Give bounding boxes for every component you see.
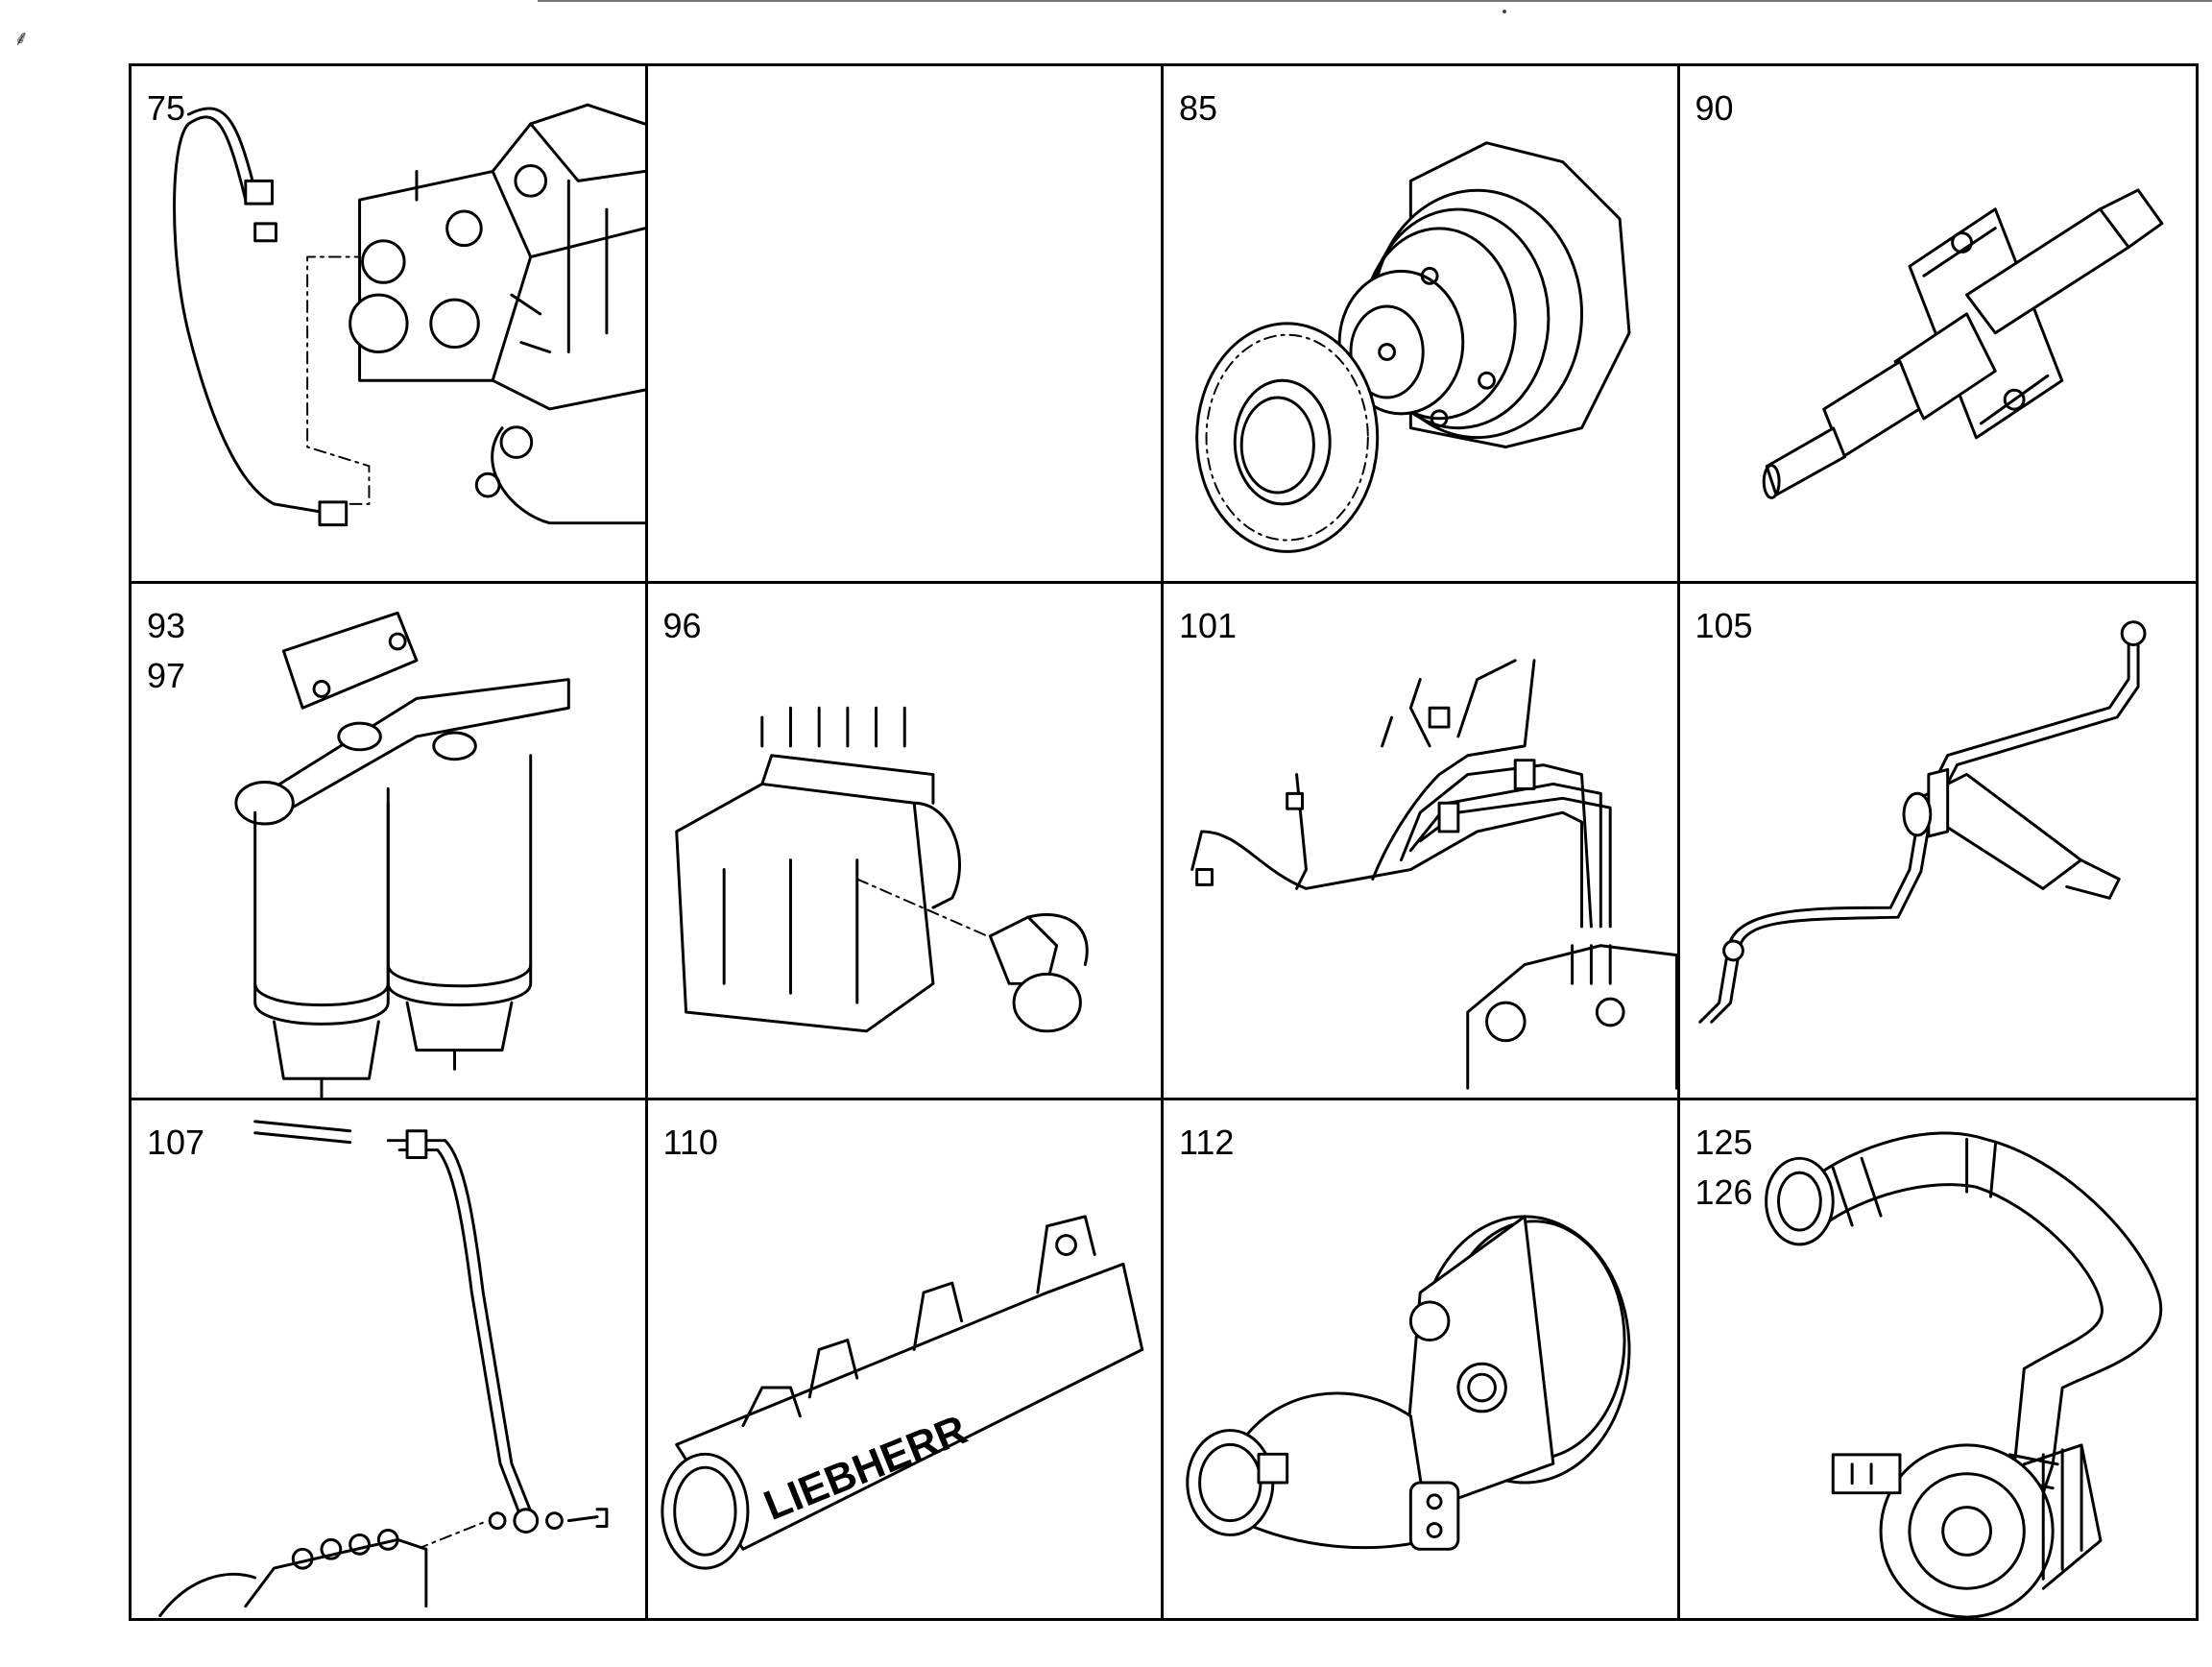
intake-elbow-illustration	[1186, 1215, 1631, 1552]
intake-manifold-illustration: LIEBHERR	[660, 1215, 1143, 1570]
turbo-hose-illustration	[1764, 1131, 2162, 1618]
cell-labels: 107	[147, 1118, 204, 1168]
part-number: 101	[1179, 605, 1238, 645]
part-number: 75	[147, 88, 186, 128]
part-number: 126	[1695, 1172, 1753, 1213]
cell-110[interactable]: 110 LIEBHERR	[648, 1100, 1164, 1618]
part-number: 112	[1179, 1123, 1235, 1163]
cell-labels: 110	[663, 1118, 718, 1168]
part-number: 110	[662, 1123, 718, 1163]
scan-edge-line	[538, 0, 2212, 2]
injection-lines-illustration	[1190, 658, 1677, 1090]
part-number: 97	[147, 655, 186, 695]
part-number: 93	[147, 605, 186, 645]
cell-96[interactable]: 96	[647, 583, 1164, 1101]
part-number: 105	[1695, 605, 1753, 645]
cell-125-126[interactable]: 125 126	[1680, 1100, 2197, 1618]
cell-labels: 101	[1179, 601, 1237, 651]
cell-90[interactable]: 90	[1679, 66, 2196, 584]
cell-labels: 75	[147, 84, 185, 133]
cell-labels: 112	[1179, 1118, 1234, 1168]
cell-labels: 93 97	[147, 601, 185, 701]
cell-112[interactable]: 112	[1164, 1100, 1680, 1618]
part-number: 107	[147, 1123, 205, 1163]
leak-off-line-illustration	[1697, 619, 2146, 1024]
oil-line-illustration	[158, 1120, 609, 1618]
cell-labels: 90	[1695, 84, 1734, 133]
cell-105[interactable]: 105	[1679, 584, 2196, 1101]
cell-75[interactable]: 75	[132, 66, 648, 584]
part-number: 125	[1695, 1123, 1753, 1163]
corner-mark: ⸙	[13, 27, 30, 51]
part-number: 96	[662, 605, 702, 645]
cell-labels: 105	[1695, 601, 1753, 651]
injection-pump-illustration	[674, 706, 1089, 1032]
fuel-filter-illustration	[234, 611, 570, 1099]
cell-labels: 125 126	[1695, 1118, 1753, 1218]
injector-illustration	[1762, 188, 2163, 499]
scan-speck	[1503, 10, 1506, 13]
cell-101[interactable]: 101	[1164, 583, 1680, 1101]
cell-93-97[interactable]: 93 97	[132, 583, 648, 1101]
part-number: 85	[1179, 88, 1218, 128]
cell-107[interactable]: 107	[132, 1100, 648, 1618]
pump-drive-illustration	[1195, 141, 1631, 553]
cell-labels: 85	[1179, 84, 1217, 133]
cell-empty	[647, 66, 1164, 584]
fuel-line-illustration	[173, 103, 645, 527]
cell-85[interactable]: 85	[1164, 66, 1680, 584]
cell-labels: 96	[663, 601, 702, 651]
part-number: 90	[1695, 88, 1734, 128]
parts-grid: 75 85	[129, 63, 2199, 1621]
